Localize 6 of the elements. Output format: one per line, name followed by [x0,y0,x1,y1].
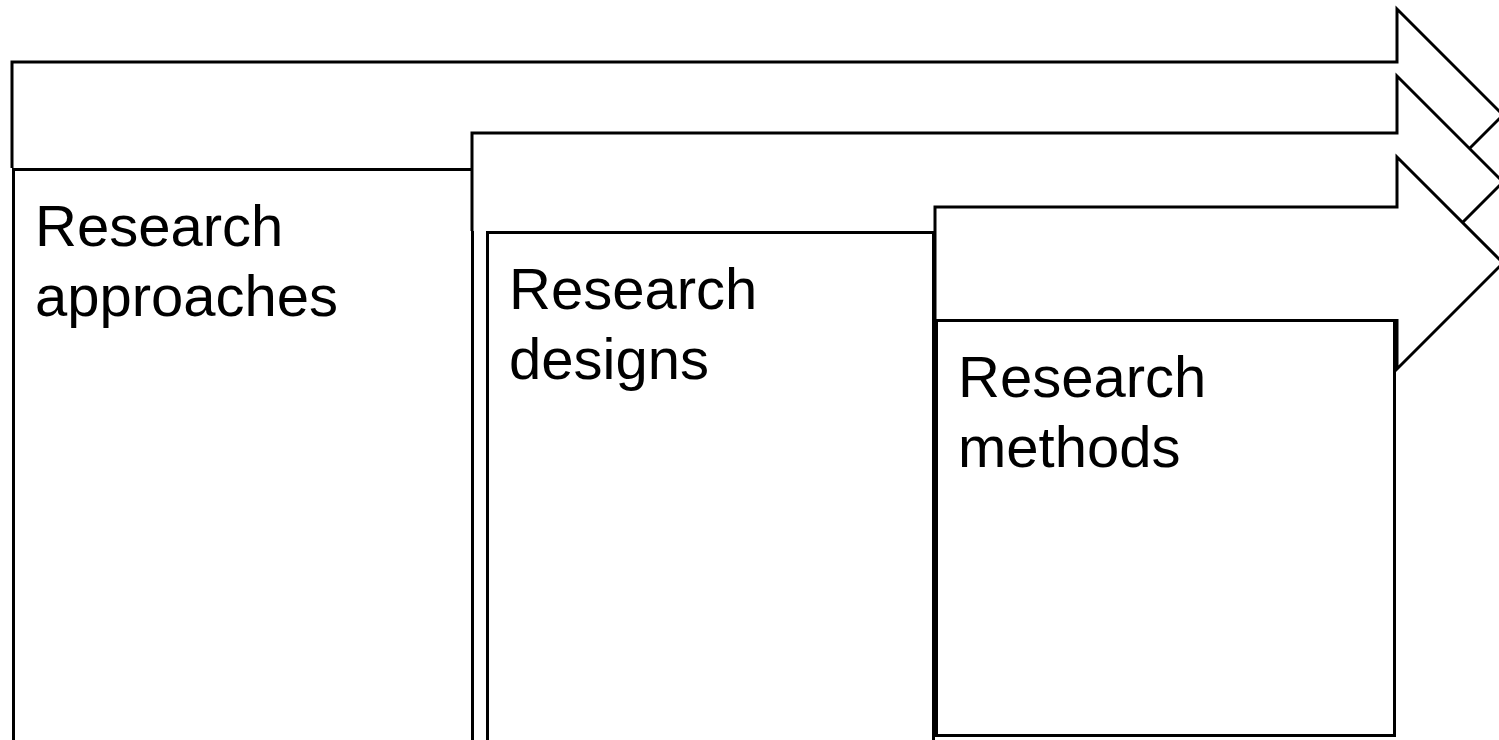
stage-label: Research methods [958,343,1208,481]
stage-box [935,319,1396,737]
stage-label: Research designs [509,255,759,393]
stage-box [486,231,935,740]
stage-label: Research approaches [35,192,340,330]
stage-box [12,168,474,740]
